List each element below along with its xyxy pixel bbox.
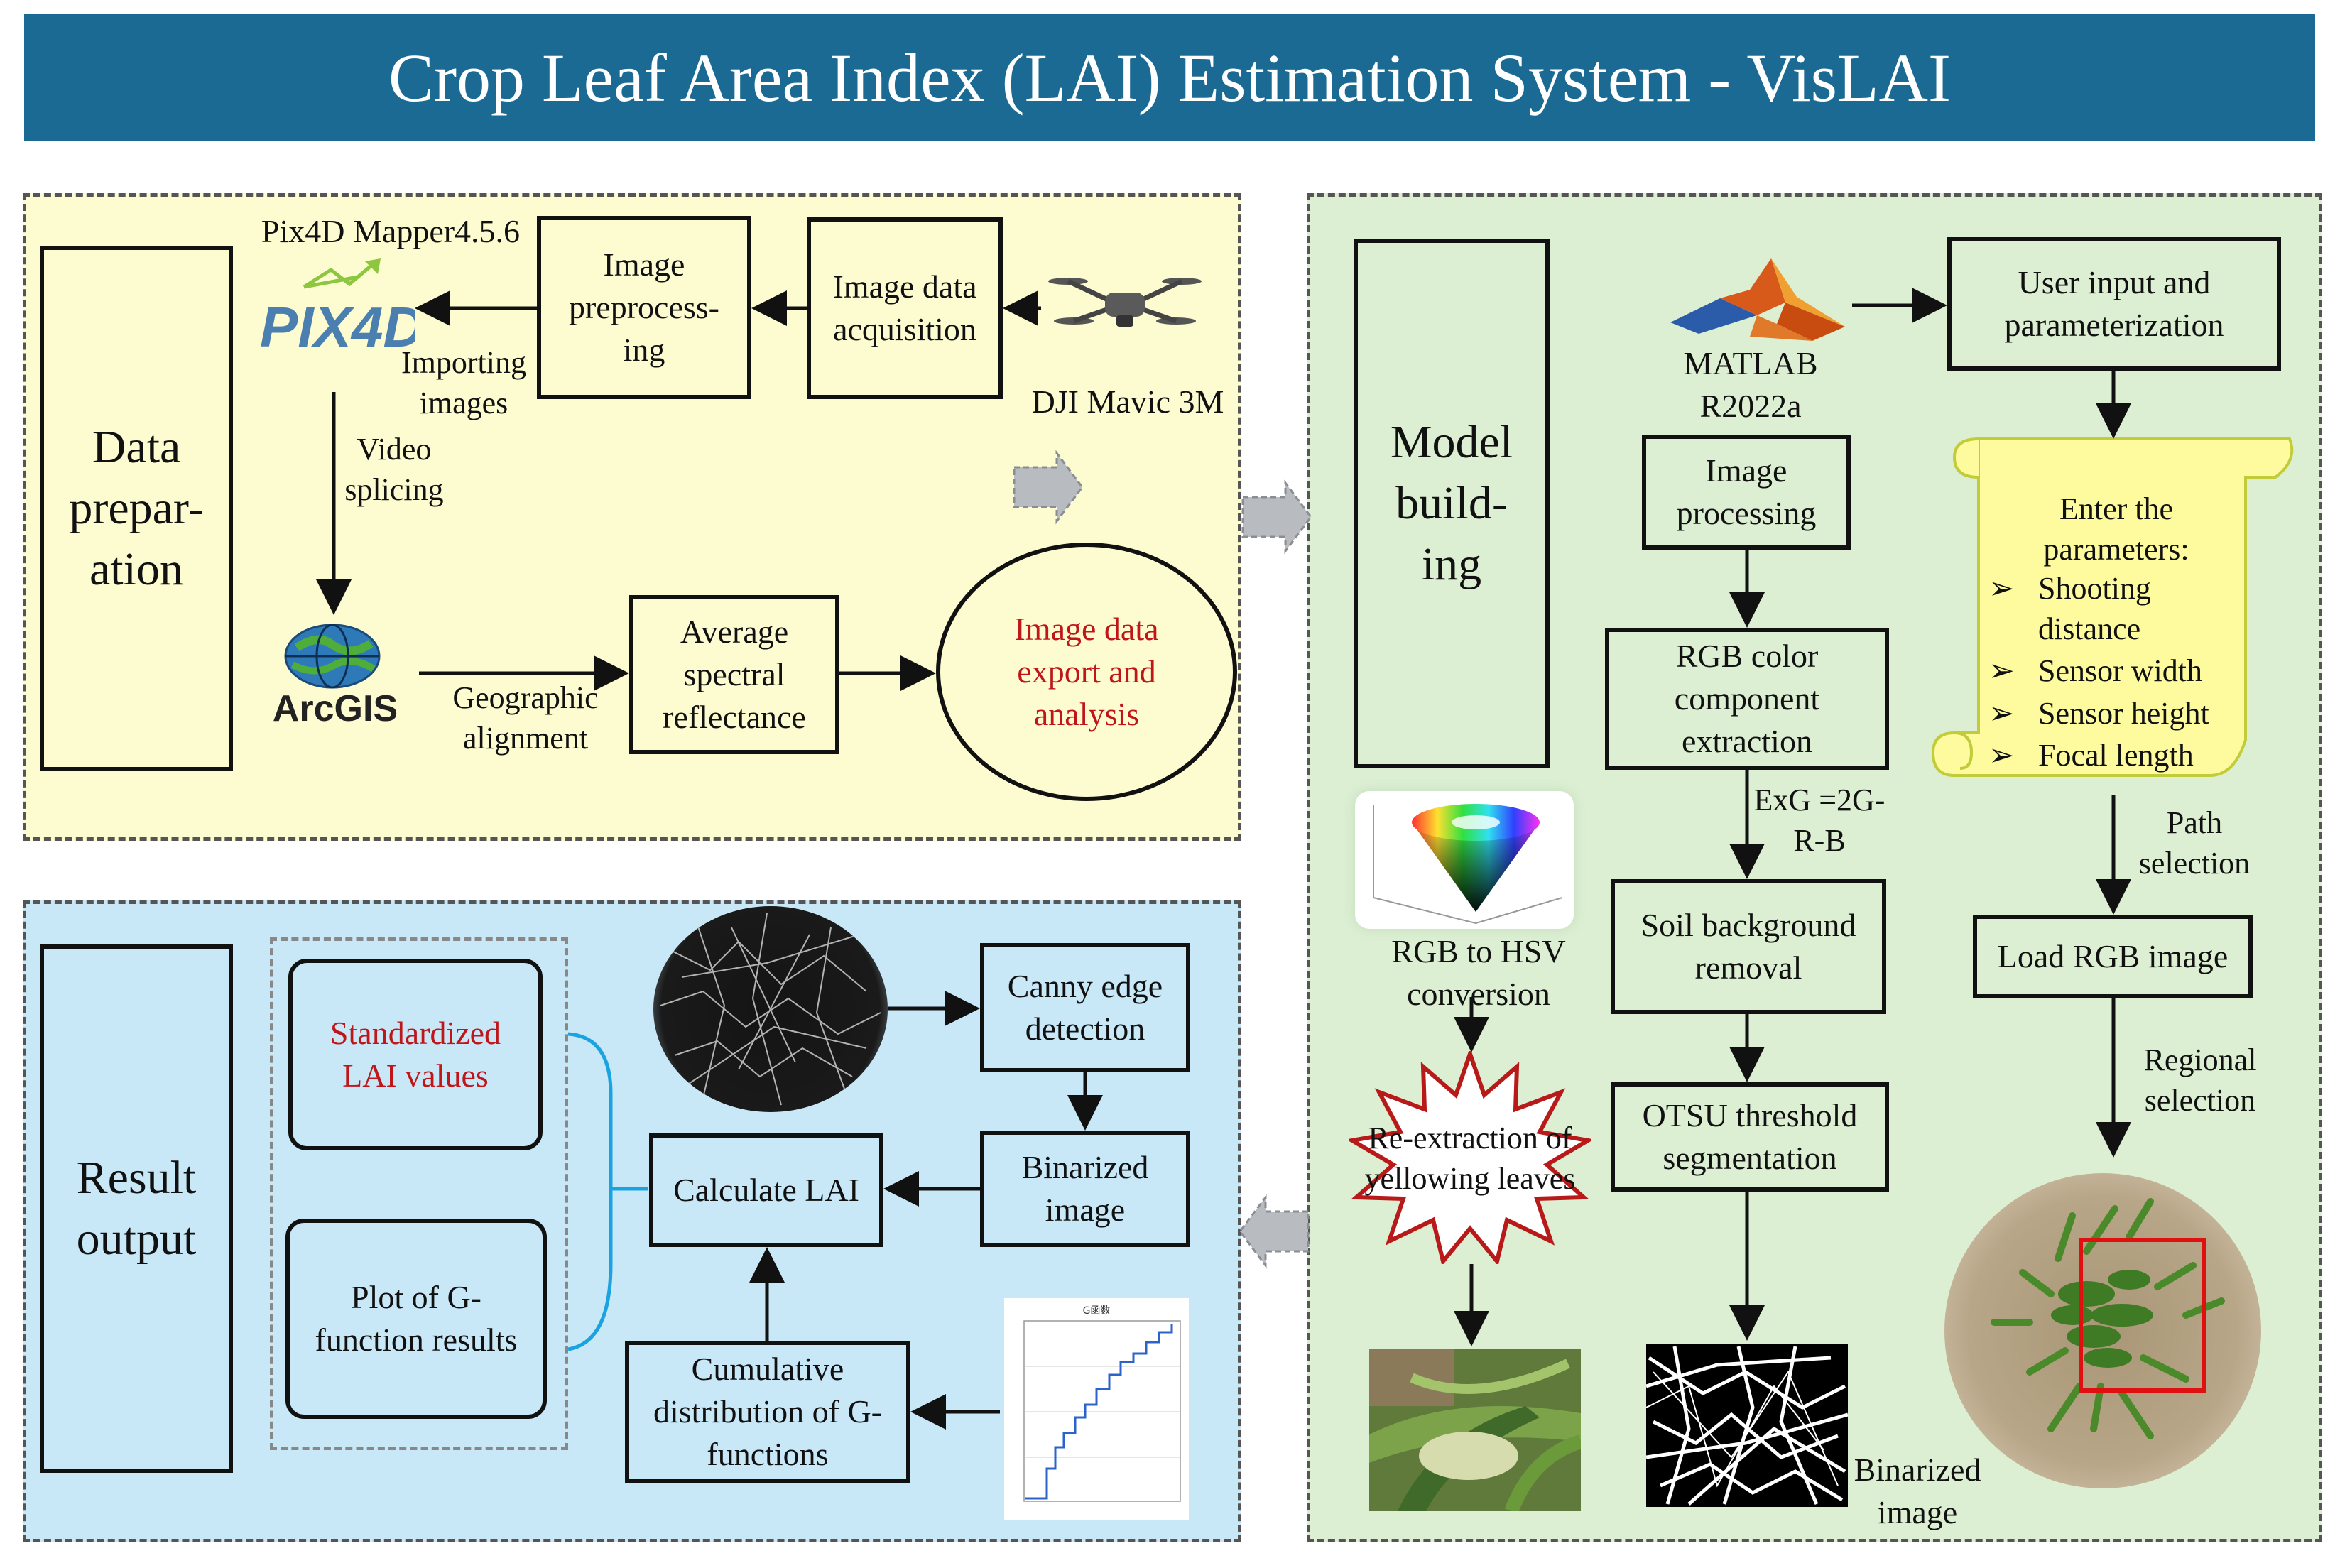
- grey-arrow-to-model: [1241, 479, 1312, 555]
- canny-edge-detection-box: Canny edge detection: [980, 943, 1190, 1072]
- user-input-box: User input and parameterization: [1947, 237, 2281, 371]
- output-bracket: [567, 1032, 613, 1351]
- standardized-lai-box: Standardized LAI values: [288, 959, 543, 1150]
- param-label: Focal length: [2038, 737, 2194, 773]
- g-function-plot-box: Plot of G-function results: [285, 1219, 547, 1419]
- pix4d-version-label: Pix4D Mapper4.5.6: [261, 213, 521, 249]
- field-photo-circle: [1944, 1173, 2261, 1488]
- g-function-mini-chart: G函数: [1004, 1298, 1189, 1520]
- grey-arrow-dataprep: [1013, 450, 1084, 525]
- cumulative-distribution-box: Cumulative distribution of G-functions: [625, 1341, 910, 1483]
- pix4d-logo-text: PIX4D: [260, 295, 415, 359]
- exg-formula-label: ExG =2G-R-B: [1753, 783, 1885, 859]
- otsu-threshold-box: OTSU threshold segmentation: [1611, 1082, 1889, 1192]
- param-label: Shooting distance: [2038, 571, 2151, 647]
- importing-images-label: Importing images: [401, 345, 526, 421]
- reextraction-starburst: [1346, 1047, 1594, 1266]
- param-label: Sensor height: [2038, 695, 2209, 731]
- yellowing-leaves-photo: [1369, 1349, 1581, 1511]
- load-rgb-image-box: Load RGB image: [1973, 915, 2253, 998]
- parameters-scroll: [1929, 435, 2298, 804]
- grey-arrow-to-result: [1239, 1194, 1310, 1269]
- title-bar: Crop Leaf Area Index (LAI) Estimation Sy…: [24, 14, 2315, 141]
- result-output-section-label: Result output: [40, 944, 233, 1473]
- video-splicing-label: Video splicing: [344, 432, 444, 508]
- average-spectral-reflectance-box: Average spectral reflectance: [629, 595, 839, 754]
- mini-chart-title: G函数: [1083, 1305, 1111, 1317]
- drone-icon: [1047, 266, 1203, 344]
- hsv-cone-image: [1355, 791, 1574, 929]
- rgb-color-extraction-box: RGB color component extraction: [1605, 628, 1889, 770]
- matlab-logo: [1670, 257, 1855, 345]
- param-item: ➢ Sensor width: [1988, 650, 2258, 691]
- region-selection-box: [2079, 1238, 2206, 1393]
- model-building-section-label: Model build-ing: [1354, 239, 1550, 768]
- geographic-alignment-label: Geographic alignment: [452, 680, 599, 756]
- otsu-binarized-image: [1646, 1344, 1848, 1507]
- soil-background-removal-box: Soil background removal: [1611, 879, 1886, 1014]
- arcgis-globe-icon: [283, 619, 382, 690]
- param-item: ➢ Shooting distance: [1988, 568, 2258, 649]
- rgb-to-hsv-label: RGB to HSV conversion: [1391, 933, 1566, 1012]
- binarized-image-box: Binarized image: [980, 1131, 1190, 1247]
- arrow-bullet-icon: ➢: [1988, 695, 2015, 731]
- matlab-label: MATLAB R2022a: [1683, 345, 1818, 424]
- output-group-dashed: [270, 937, 568, 1450]
- binarized-image-label: Binarized image: [1854, 1452, 1981, 1530]
- image-preprocessing-box: Image preprocess-ing: [537, 216, 751, 399]
- param-label: Sensor width: [2038, 653, 2202, 689]
- scroll-title: Enter the parameters:: [2043, 491, 2189, 567]
- parameter-list: ➢ Shooting distance ➢ Sensor width ➢ Sen…: [1988, 568, 2258, 775]
- arcgis-logo-text: ArcGIS: [272, 688, 398, 729]
- path-selection-label: Path selection: [2138, 805, 2251, 881]
- canny-edge-image: [653, 906, 888, 1112]
- image-data-export-circle: Image data export and analysis: [936, 543, 1237, 801]
- arrow-bullet-icon: ➢: [1988, 571, 2015, 606]
- regional-selection-label: Regional selection: [2143, 1042, 2257, 1118]
- arrow-bullet-icon: ➢: [1988, 653, 2015, 689]
- calculate-lai-box: Calculate LAI: [649, 1133, 883, 1247]
- image-data-export-label: Image data export and analysis: [1014, 611, 1159, 732]
- arrow-bullet-icon: ➢: [1988, 737, 2015, 773]
- image-data-acquisition-box: Image data acquisition: [807, 217, 1003, 399]
- pix4d-logo: PIX4D: [259, 256, 424, 362]
- param-item: ➢ Sensor height: [1988, 693, 2258, 734]
- reextraction-label: Re-extraction of yellowing leaves: [1364, 1121, 1576, 1197]
- data-prep-section-label: Data prepar-ation: [40, 246, 233, 771]
- page-title: Crop Leaf Area Index (LAI) Estimation Sy…: [388, 39, 1951, 116]
- drone-label: DJI Mavic 3M: [1031, 383, 1224, 420]
- param-item: ➢ Focal length: [1988, 735, 2258, 775]
- image-processing-box: Image processing: [1642, 435, 1851, 550]
